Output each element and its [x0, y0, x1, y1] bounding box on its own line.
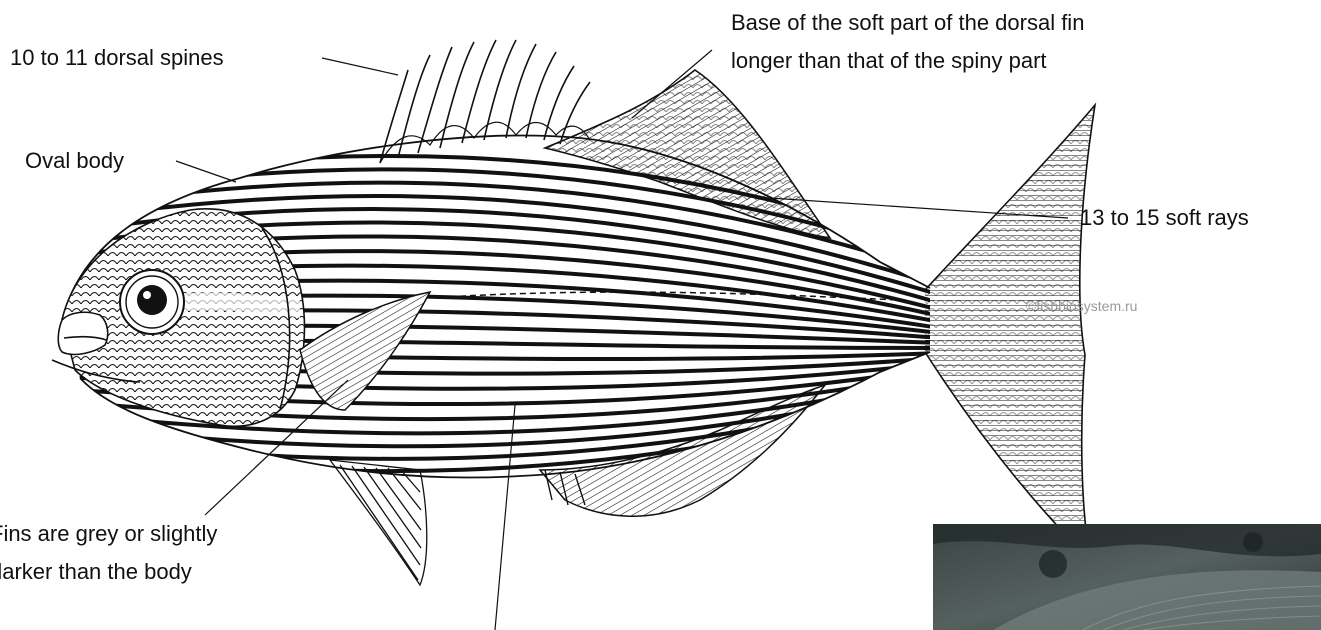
fish-eye: [120, 270, 184, 334]
leader-dorsal-spines: [322, 58, 398, 75]
label-dorsal-spines: 10 to 11 dorsal spines: [10, 42, 224, 73]
label-fins-line2: darker than the body: [0, 556, 192, 587]
caudal-fin: [920, 100, 1100, 570]
fish-photo-thumbnail: [933, 524, 1321, 630]
pectoral-fin: [295, 285, 435, 415]
leader-bottom: [495, 405, 515, 630]
copyright-watermark: ©fishbiosystem.ru: [1026, 298, 1137, 314]
label-soft-dorsal-line2: longer than that of the spiny part: [731, 45, 1047, 76]
label-fins-line1: Fins are grey or slightly: [0, 518, 217, 549]
label-oval-body: Oval body: [25, 145, 124, 176]
leader-oval-body: [176, 161, 236, 182]
label-soft-dorsal-line1: Base of the soft part of the dorsal fin: [731, 7, 1084, 38]
label-soft-rays: 13 to 15 soft rays: [1080, 202, 1249, 233]
pelvic-fin: [330, 460, 427, 585]
